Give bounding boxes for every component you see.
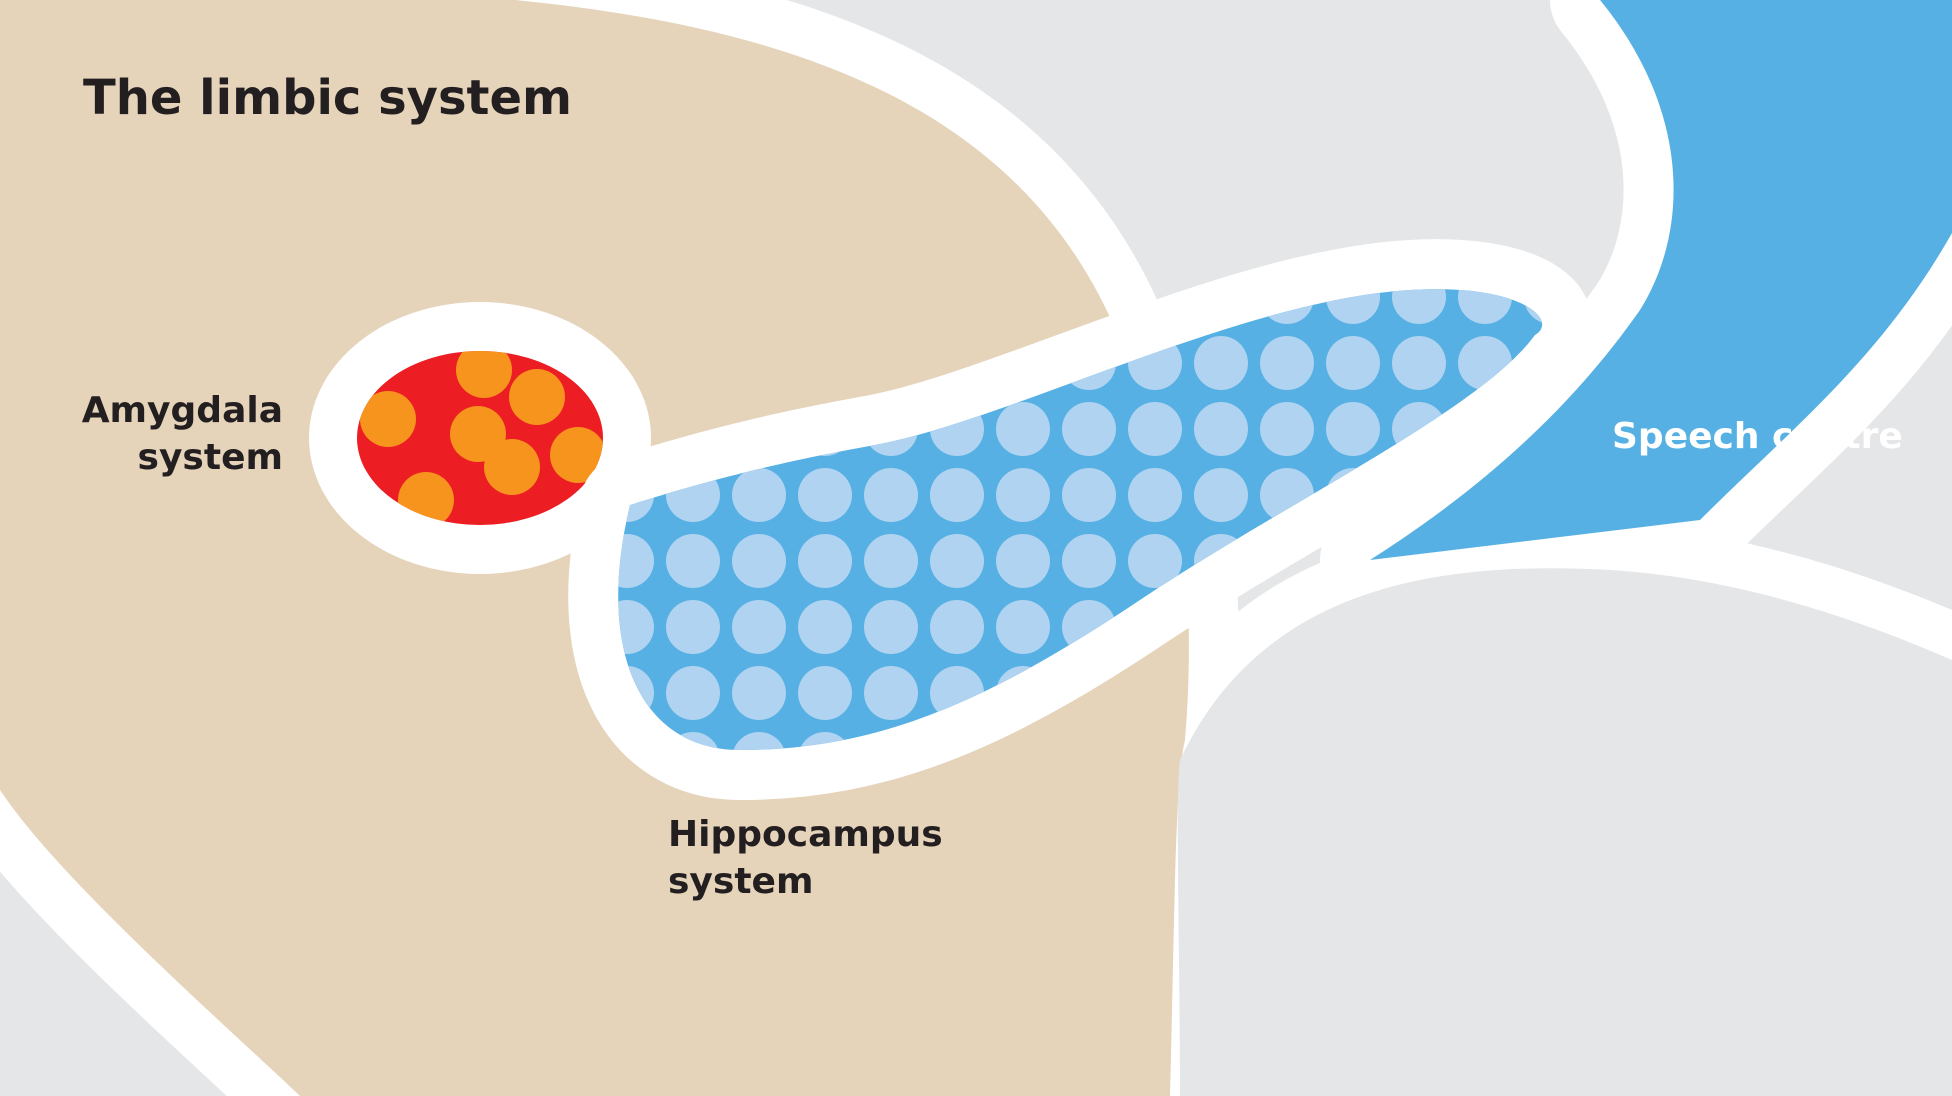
- hippocampus-label-line-2: system: [668, 859, 943, 906]
- hippocampus-label-line-1: Hippocampus: [668, 812, 943, 859]
- amygdala-dot: [484, 439, 540, 495]
- amygdala-dot: [509, 369, 565, 425]
- diagram-title: The limbic system: [83, 72, 572, 125]
- amygdala-label: Amygdala system: [80, 388, 283, 482]
- amygdala-label-line-2: system: [80, 435, 283, 482]
- amygdala-label-line-1: Amygdala: [80, 388, 283, 435]
- speech-centre-label: Speech centre: [1612, 414, 1903, 461]
- hippocampus-label: Hippocampus system: [668, 812, 943, 906]
- lower-region: [1178, 568, 1952, 1096]
